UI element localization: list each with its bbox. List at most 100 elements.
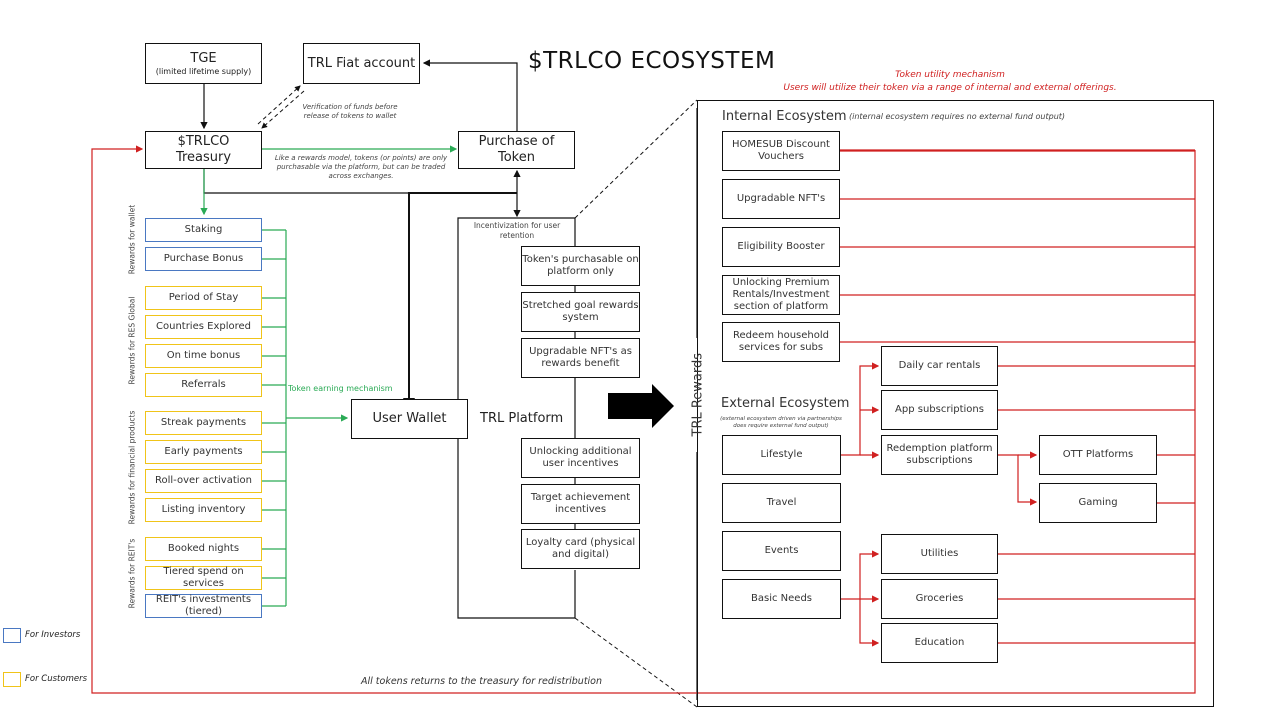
- verification-arrow-up: [257, 85, 301, 125]
- tge-box[interactable]: TGE (limited lifetime supply): [145, 43, 262, 84]
- fiat-account-box[interactable]: TRL Fiat account: [303, 43, 420, 84]
- reward-reit-s-investments-tiered-label: REIT's investments (tiered): [155, 594, 252, 617]
- reward-streak-payments-label: Streak payments: [160, 417, 247, 428]
- external-events-label: Events: [764, 545, 799, 556]
- user-wallet-box[interactable]: User Wallet: [351, 399, 468, 439]
- external-title: External Ecosystem: [721, 396, 850, 411]
- internal-item-1-label: HOMESUB Discount Vouchers: [732, 139, 830, 162]
- page-title: $TRLCO ECOSYSTEM: [528, 48, 776, 74]
- legend-investor-label: For Investors: [25, 630, 81, 640]
- retention-label: Incentivization for user retention: [473, 221, 561, 240]
- utility-title: Token utility mechanism: [895, 70, 1005, 80]
- internal-title: Internal Ecosystem: [722, 109, 847, 124]
- return-loop: [91, 145, 1196, 694]
- lifestyle-redemption-platform-subscriptions-label: Redemption platform subscriptions: [886, 443, 993, 466]
- platform-item-3-label: Upgradable NFT's as rewards benefit: [529, 346, 632, 369]
- purchase-to-fiat: [422, 59, 518, 131]
- reward-on-time-bonus[interactable]: On time bonus: [145, 344, 262, 368]
- reward-listing-inventory[interactable]: Listing inventory: [145, 498, 262, 522]
- internal-item-4[interactable]: Unlocking Premium Rentals/Investment sec…: [722, 275, 840, 315]
- reward-booked-nights[interactable]: Booked nights: [145, 537, 262, 561]
- treasury-line1: $TRLCO: [177, 134, 230, 150]
- reward-staking-label: Staking: [184, 224, 223, 235]
- reward-on-time-bonus-label: On time bonus: [166, 350, 241, 361]
- redemption-gaming[interactable]: Gaming: [1039, 483, 1157, 523]
- redemption-ott-platforms[interactable]: OTT Platforms: [1039, 435, 1157, 475]
- reward-roll-over-activation[interactable]: Roll-over activation: [145, 469, 262, 493]
- reward-referrals[interactable]: Referrals: [145, 373, 262, 397]
- internal-item-3[interactable]: Eligibility Booster: [722, 227, 840, 267]
- external-lifestyle-label: Lifestyle: [760, 449, 803, 460]
- external-basic-needs[interactable]: Basic Needs: [722, 579, 841, 619]
- external-basic-needs-label: Basic Needs: [751, 593, 812, 604]
- lifestyle-redemption-platform-subscriptions[interactable]: Redemption platform subscriptions: [881, 435, 998, 475]
- purchase-line1: Purchase of: [478, 134, 555, 150]
- legend-customer-swatch: [3, 672, 21, 687]
- reward-streak-payments[interactable]: Streak payments: [145, 411, 262, 435]
- basic-needs-education[interactable]: Education: [881, 623, 998, 663]
- treasury-box[interactable]: $TRLCO Treasury: [145, 131, 262, 169]
- utility-subtitle: Users will utilize their token via a ran…: [783, 83, 1117, 93]
- group-label-rewards-for-reit-s: Rewards for REIT's: [127, 538, 137, 609]
- reward-reit-s-investments-tiered[interactable]: REIT's investments (tiered): [145, 594, 262, 618]
- platform-item-4-label: Unlocking additional user incentives: [529, 446, 632, 469]
- big-arrow-icon: [608, 384, 674, 428]
- internal-item-1[interactable]: HOMESUB Discount Vouchers: [722, 131, 840, 171]
- purchase-line2: Token: [498, 150, 535, 165]
- verification-note: Verification of funds before release of …: [302, 103, 398, 121]
- reward-period-of-stay-label: Period of Stay: [168, 292, 239, 303]
- reward-period-of-stay[interactable]: Period of Stay: [145, 286, 262, 310]
- legend-investor-swatch: [3, 628, 21, 643]
- platform-item-3[interactable]: Upgradable NFT's as rewards benefit: [521, 338, 640, 378]
- zoom-line-bottom: [574, 617, 698, 708]
- reward-countries-explored[interactable]: Countries Explored: [145, 315, 262, 339]
- treasury-line2: Treasury: [175, 150, 232, 165]
- reward-listing-inventory-label: Listing inventory: [161, 504, 246, 515]
- reward-staking[interactable]: Staking: [145, 218, 262, 242]
- platform-item-5-label: Target achievement incentives: [530, 492, 631, 515]
- lifestyle-daily-car-rentals[interactable]: Daily car rentals: [881, 346, 998, 386]
- redemption-gaming-label: Gaming: [1078, 497, 1118, 508]
- internal-item-5-label: Redeem household services for subs: [733, 330, 829, 353]
- platform-item-1[interactable]: Token's purchasable on platform only: [521, 246, 640, 286]
- platform-item-2-label: Stretched goal rewards system: [522, 300, 639, 323]
- bus-to-wallet: [403, 192, 517, 410]
- platform-item-4[interactable]: Unlocking additional user incentives: [521, 438, 640, 478]
- platform-item-2[interactable]: Stretched goal rewards system: [521, 292, 640, 332]
- token-earning-label: Token earning mechanism: [288, 384, 393, 393]
- reward-roll-over-activation-label: Roll-over activation: [155, 475, 252, 486]
- lifestyle-app-subscriptions[interactable]: App subscriptions: [881, 390, 998, 430]
- external-note: (external ecosystem driven via partnersh…: [720, 416, 842, 430]
- verification-arrow-down: [261, 90, 305, 129]
- group-label-rewards-for-res-global: Rewards for RES Global: [127, 296, 137, 385]
- reward-purchase-bonus-label: Purchase Bonus: [163, 253, 244, 264]
- platform-item-6[interactable]: Loyalty card (physical and digital): [521, 529, 640, 569]
- redemption-ott-platforms-label: OTT Platforms: [1062, 449, 1134, 460]
- reward-early-payments-label: Early payments: [164, 446, 243, 457]
- internal-item-3-label: Eligibility Booster: [737, 241, 825, 252]
- external-lifestyle[interactable]: Lifestyle: [722, 435, 841, 475]
- platform-item-5[interactable]: Target achievement incentives: [521, 484, 640, 524]
- trl-platform-label: TRL Platform: [480, 411, 564, 426]
- zoom-line-top: [574, 99, 698, 219]
- internal-note: (internal ecosystem requires no external…: [849, 112, 1066, 121]
- legend-customer-label: For Customers: [25, 674, 88, 684]
- reward-countries-explored-label: Countries Explored: [156, 321, 251, 332]
- reward-tiered-spend-on-services-label: Tiered spend on services: [163, 566, 244, 589]
- basic-needs-utilities-label: Utilities: [920, 548, 959, 559]
- reward-early-payments[interactable]: Early payments: [145, 440, 262, 464]
- internal-item-5[interactable]: Redeem household services for subs: [722, 322, 840, 362]
- purchase-token-box[interactable]: Purchase of Token: [458, 131, 575, 169]
- reward-tiered-spend-on-services[interactable]: Tiered spend on services: [145, 566, 262, 590]
- lifestyle-app-subscriptions-label: App subscriptions: [895, 404, 984, 415]
- tge-subtitle: (limited lifetime supply): [155, 66, 252, 76]
- external-travel[interactable]: Travel: [722, 483, 841, 523]
- reward-referrals-label: Referrals: [181, 379, 226, 390]
- lifestyle-daily-car-rentals-label: Daily car rentals: [898, 360, 981, 371]
- basic-needs-utilities[interactable]: Utilities: [881, 534, 998, 574]
- reward-purchase-bonus[interactable]: Purchase Bonus: [145, 247, 262, 271]
- basic-needs-education-label: Education: [914, 637, 965, 648]
- internal-item-2[interactable]: Upgradable NFT's: [722, 179, 840, 219]
- external-events[interactable]: Events: [722, 531, 841, 571]
- basic-needs-groceries[interactable]: Groceries: [881, 579, 998, 619]
